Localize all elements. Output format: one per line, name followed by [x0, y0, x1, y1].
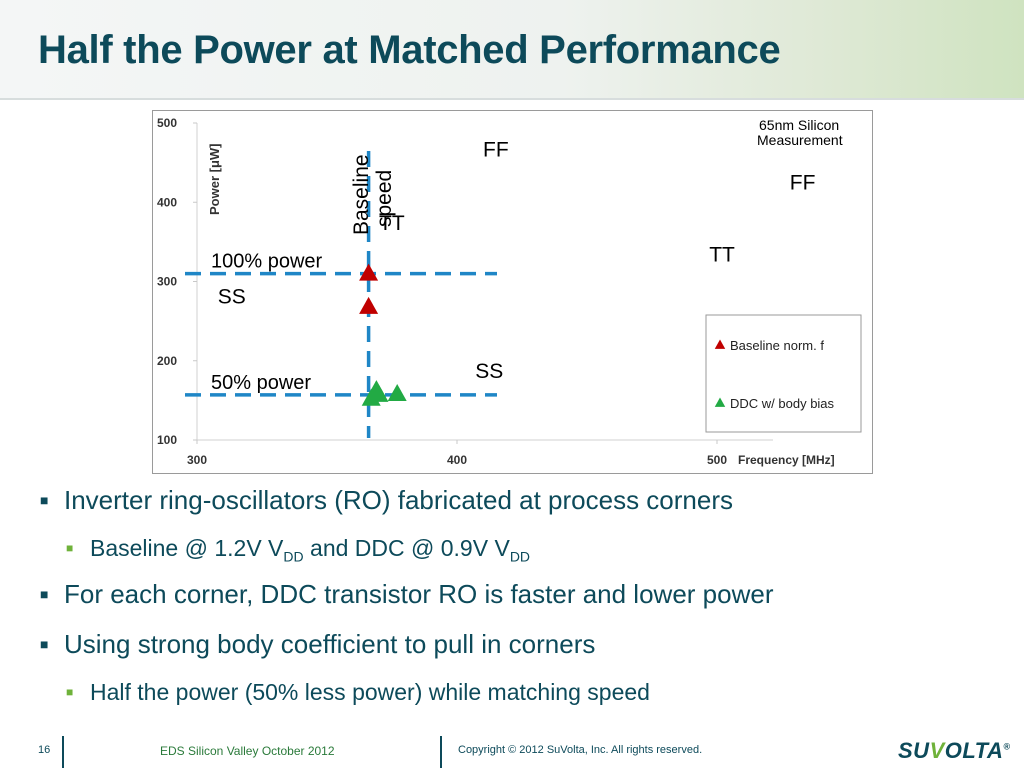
annotation-65nm-line2: Measurement	[757, 132, 843, 148]
y-tick-label: 300	[157, 275, 177, 289]
y-tick-label: 200	[157, 354, 177, 368]
sub-bullet-item: ■ Baseline @ 1.2V VDD and DDC @ 0.9V VDD	[40, 534, 1000, 578]
bullet-list: ■ Inverter ring-oscillators (RO) fabrica…	[40, 484, 1000, 722]
event-name: EDS Silicon Valley October 2012	[160, 744, 335, 758]
legend-label: Baseline norm. f	[730, 338, 824, 353]
bullet-item: ■ Inverter ring-oscillators (RO) fabrica…	[40, 484, 1000, 534]
slide-title: Half the Power at Matched Performance	[38, 28, 781, 72]
corner-label: TT	[379, 212, 405, 235]
baseline-data-point	[359, 296, 379, 314]
bullet-item: ■ Using strong body coefficient to pull …	[40, 628, 1000, 678]
legend-label: DDC w/ body bias	[730, 396, 835, 411]
corner-label: SS	[475, 360, 503, 383]
corner-label: FF	[483, 138, 509, 161]
subscript-dd: DD	[283, 548, 304, 565]
reference-label-50-power: 50% power	[211, 372, 311, 394]
sub-bullet-square-icon: ■	[66, 541, 74, 555]
suvolta-logo: SUVOLTA®	[898, 738, 1011, 763]
sub-bullet-text: Half the power (50% less power) while ma…	[90, 679, 650, 705]
y-tick-label: 400	[157, 195, 177, 209]
ddc-data-point	[369, 384, 389, 402]
sub-bullet-text-b: and DDC @ 0.9V V	[303, 535, 510, 561]
x-tick-label: 300	[187, 453, 207, 467]
x-tick-label: 400	[447, 453, 467, 467]
bullet-text: Inverter ring-oscillators (RO) fabricate…	[64, 485, 734, 515]
annotation-65nm-line1: 65nm Silicon	[759, 117, 839, 133]
legend-marker	[714, 339, 726, 349]
baseline-data-point	[359, 263, 379, 281]
legend-box	[705, 314, 862, 433]
reference-label-speed: speed	[373, 170, 396, 227]
sub-bullet-square-icon: ■	[66, 685, 74, 699]
y-tick-label: 500	[157, 116, 177, 130]
corner-label: SS	[218, 286, 246, 309]
footer-divider	[440, 736, 442, 768]
bullet-text: Using strong body coefficient to pull in…	[64, 629, 596, 659]
bullet-text: For each corner, DDC transistor RO is fa…	[64, 579, 774, 609]
sub-bullet-item: ■ Half the power (50% less power) while …	[40, 678, 1000, 722]
bullet-item: ■ For each corner, DDC transistor RO is …	[40, 578, 1000, 628]
legend-marker	[714, 397, 726, 407]
reference-label-100-power: 100% power	[211, 251, 323, 273]
bullet-square-icon: ■	[40, 586, 49, 602]
corner-label: TT	[709, 244, 735, 267]
footer: 16 EDS Silicon Valley October 2012 Copyr…	[0, 736, 1024, 768]
subscript-dd: DD	[509, 548, 531, 565]
corner-label: FF	[790, 172, 816, 195]
sub-bullet-text-a: Baseline @ 1.2V V	[90, 535, 284, 561]
ddc-data-point	[387, 384, 407, 402]
x-tick-label: 500	[707, 453, 727, 467]
bullet-square-icon: ■	[40, 636, 49, 652]
footer-divider	[62, 736, 64, 768]
reference-label-baseline: Baseline	[350, 154, 373, 235]
y-axis-label: Power [μW]	[207, 143, 222, 215]
x-axis-label: Frequency [MHz]	[738, 453, 835, 467]
bullet-square-icon: ■	[40, 492, 49, 508]
title-bar: Half the Power at Matched Performance	[0, 0, 1024, 100]
registered-mark: ®	[1003, 741, 1011, 752]
page-number: 16	[38, 744, 51, 756]
y-tick-label: 100	[157, 433, 177, 447]
copyright-text: Copyright © 2012 SuVolta, Inc. All right…	[458, 744, 703, 756]
